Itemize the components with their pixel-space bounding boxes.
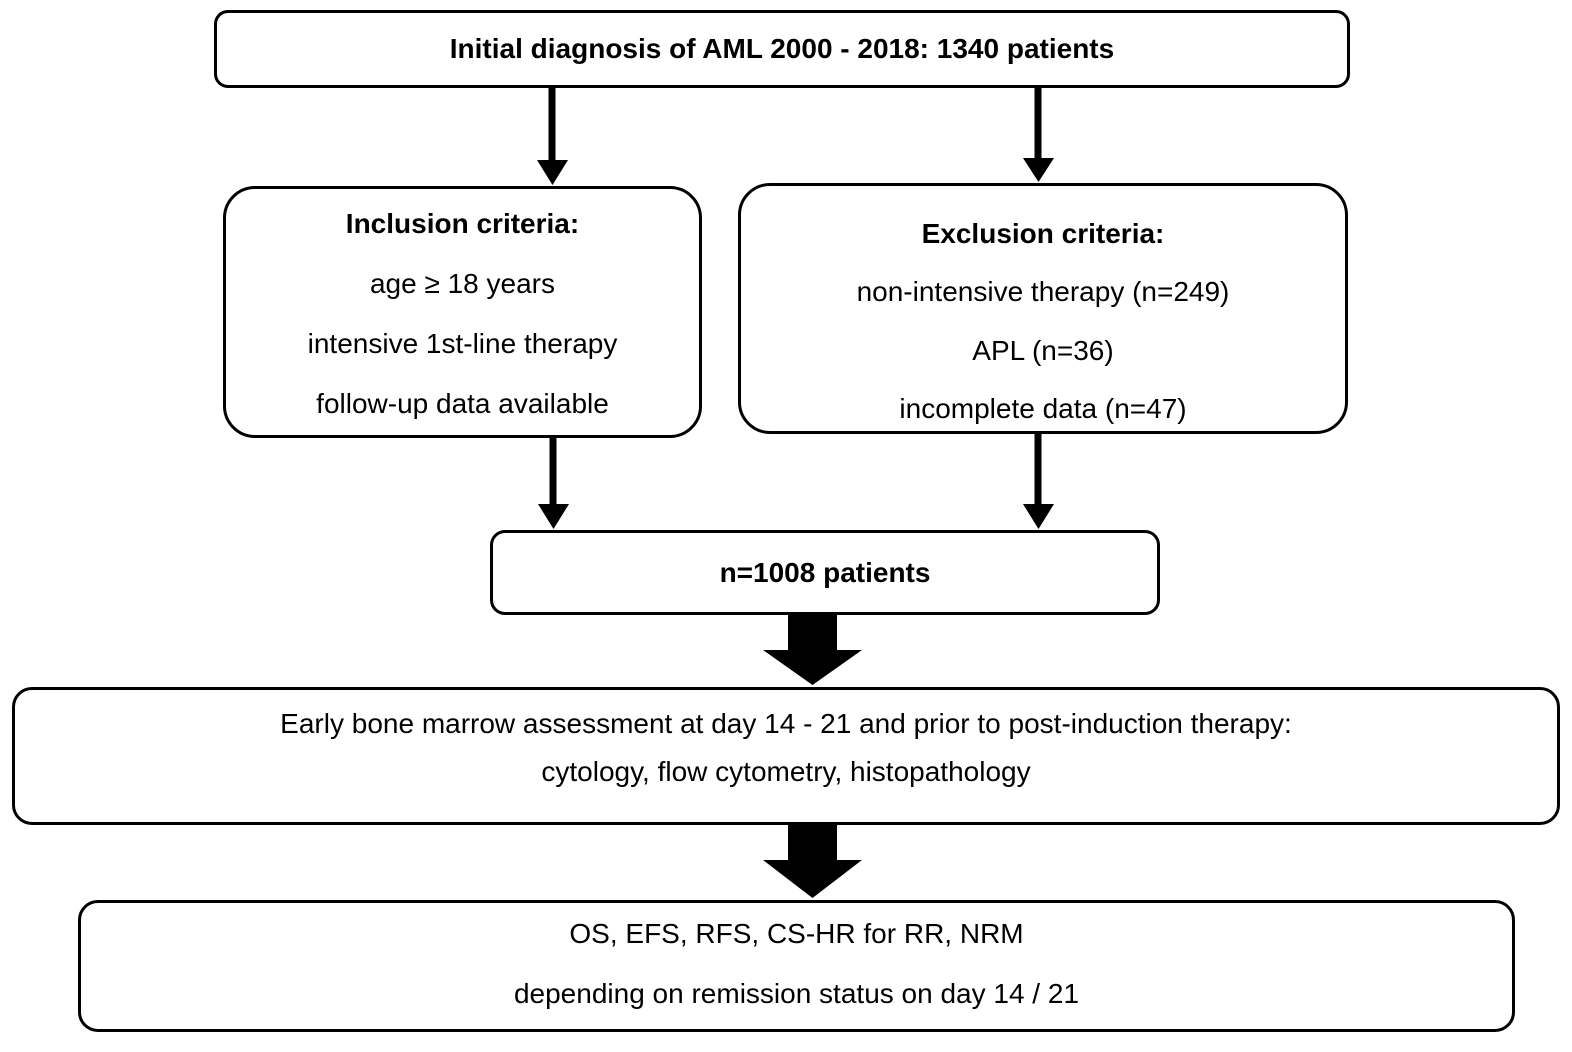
outcome-box: OS, EFS, RFS, CS-HR for RR, NRM dependin… [78, 900, 1515, 1032]
arrow-exclusion-to-cohort-icon [1023, 431, 1054, 529]
block-arrow-assessment-to-outcome-icon [763, 824, 862, 898]
arrow-top-to-exclusion-icon [1023, 86, 1054, 182]
exclusion-criteria-item: incomplete data (n=47) [899, 392, 1187, 424]
inclusion-criteria-box: Inclusion criteria: age ≥ 18 years inten… [223, 186, 702, 438]
cohort-box: n=1008 patients [490, 530, 1160, 615]
assessment-line: Early bone marrow assessment at day 14 -… [280, 708, 1292, 739]
outcome-line: depending on remission status on day 14 … [513, 978, 1080, 1009]
outcome-line: OS, EFS, RFS, CS-HR for RR, NRM [569, 918, 1024, 949]
inclusion-criteria-item: age ≥ 18 years [369, 268, 556, 299]
assessment-box: Early bone marrow assessment at day 14 -… [12, 687, 1560, 825]
initial-diagnosis-text: Initial diagnosis of AML 2000 - 2018: 13… [449, 33, 1115, 64]
block-arrow-cohort-to-assessment-icon [763, 613, 862, 685]
arrow-top-to-inclusion-icon [537, 86, 568, 185]
inclusion-criteria-title: Inclusion criteria: [345, 208, 580, 239]
inclusion-criteria-item: intensive 1st-line therapy [307, 328, 618, 359]
exclusion-criteria-title: Exclusion criteria: [921, 218, 1165, 249]
inclusion-criteria-item: follow-up data available [316, 388, 609, 419]
exclusion-criteria-item: APL (n=36) [972, 334, 1114, 366]
exclusion-criteria-item: non-intensive therapy (n=249) [856, 276, 1230, 308]
initial-diagnosis-box: Initial diagnosis of AML 2000 - 2018: 13… [214, 10, 1350, 88]
cohort-text: n=1008 patients [719, 556, 931, 588]
arrow-inclusion-to-cohort-icon [538, 436, 569, 529]
exclusion-criteria-box: Exclusion criteria: non-intensive therap… [738, 183, 1348, 434]
assessment-line: cytology, flow cytometry, histopathology [541, 756, 1031, 787]
